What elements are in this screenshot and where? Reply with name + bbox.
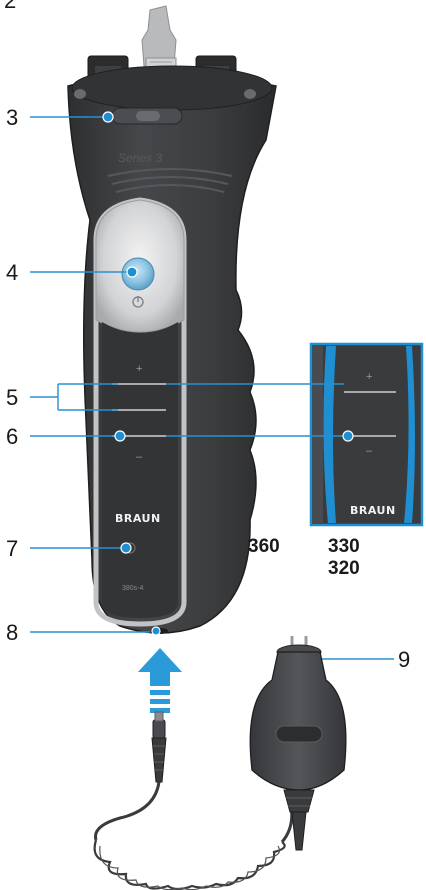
insert-arrow-icon [138, 648, 182, 713]
series-label: Series 3 [118, 151, 162, 165]
brand-logo: BRAUN [115, 512, 161, 525]
callout-3: 3 [6, 105, 18, 130]
inset-brand-logo: BRAUN [350, 504, 396, 517]
callout-8: 8 [6, 620, 18, 645]
power-adapter [250, 636, 346, 850]
inset-minus-sign: – [366, 445, 373, 457]
coiled-cord [95, 840, 285, 890]
minus-sign: – [136, 451, 143, 463]
cord-plug [152, 712, 166, 782]
model-plate: 380s-4 [122, 585, 144, 592]
inset-panel: + – BRAUN [311, 344, 422, 525]
callout-6: 6 [6, 424, 18, 449]
model-number-inset-1: 330 [328, 536, 360, 557]
model-number-main: 360 [248, 536, 280, 557]
callout-7: 7 [6, 536, 18, 561]
figure-number: 2 [4, 0, 16, 13]
callout-4: 4 [6, 260, 18, 285]
callout-5: 5 [6, 385, 18, 410]
plus-sign: + [136, 363, 142, 375]
inset-plus-sign: + [366, 371, 372, 383]
callout-9: 9 [398, 647, 410, 672]
model-number-inset-2: 320 [328, 558, 360, 579]
